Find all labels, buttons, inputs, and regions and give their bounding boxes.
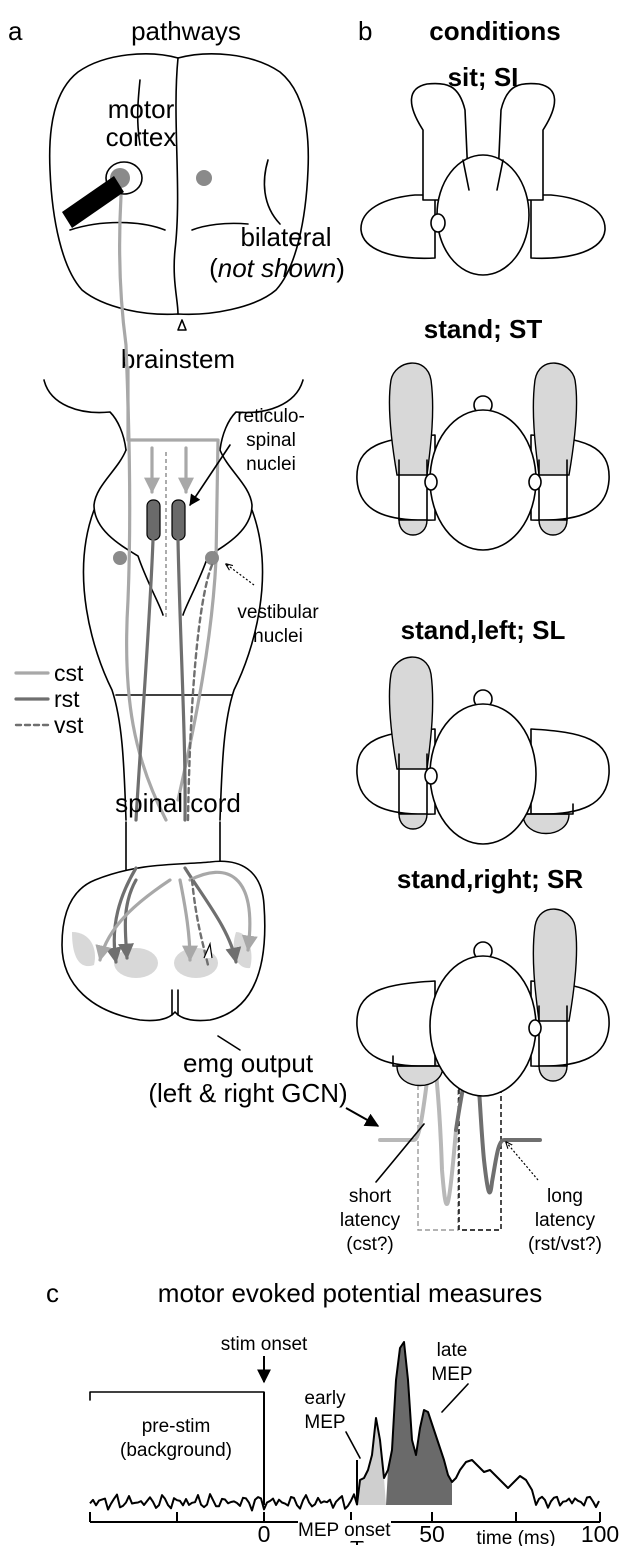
motor-cortex-label-2: cortex [106,122,177,152]
early-mep-label-1: early [304,1388,346,1409]
legend-vst-label: vst [54,712,84,738]
legend-cst-label: cst [54,660,84,686]
brain-midline [174,58,178,314]
long-latency-label-2: latency [535,1210,596,1231]
long-latency-label-3: (rst/vst?) [528,1234,602,1255]
long-latency-pointer [506,1142,538,1180]
condition-label-sl: stand,left; SL [401,615,566,645]
emg-arrow [346,1108,378,1126]
panel-b: b conditions sit; SI stand; ST [357,16,609,1096]
x-tick-50: 50 [419,1521,445,1546]
spinal-cord-section [62,822,265,1021]
not-shown-label: (not shown) [209,253,345,283]
reticulospinal-label-3: nuclei [246,454,296,475]
short-latency-label-2: latency [340,1210,401,1231]
ventral-horn-left [114,948,158,978]
reticulospinal-arrow [190,445,230,505]
rst-tract-left [136,540,153,820]
brain-top-view [50,54,309,330]
vestibular-nucleus-left [113,551,127,565]
figure-stand-left-icon [357,657,609,844]
late-mep-label-2: MEP [431,1364,472,1385]
short-latency-label-3: (cst?) [346,1234,394,1255]
reticulospinal-nucleus-right [172,500,185,540]
motor-cortex-right-dot [196,170,212,186]
tract-legend: cst rst vst [16,660,84,738]
pre-stim-bracket [90,1392,264,1400]
short-latency-label-1: short [349,1186,392,1207]
panel-a-title: pathways [131,16,241,46]
vestibular-label-1: vestibular [237,602,319,623]
early-mep-pointer [346,1432,360,1458]
long-latency-label-1: long [547,1186,583,1207]
mep-onset-label-box: MEP onset [298,1520,391,1542]
legend-rst-label: rst [54,686,80,712]
pre-stim-label-2: (background) [120,1440,232,1461]
panel-c-title: motor evoked potential measures [158,1278,542,1308]
panel-c: c motor evoked potential measures stim o… [46,1278,619,1546]
condition-label-st: stand; ST [424,314,543,344]
emg-output-label-1: emg output [183,1048,314,1078]
panel-a-letter: a [8,16,23,46]
bilateral-label: bilateral [240,222,331,252]
pre-stim-label-1: pre-stim [142,1416,211,1437]
vestibular-label-2: nuclei [253,626,303,647]
short-latency-pointer [376,1124,424,1182]
reticulospinal-label-2: spinal [246,430,296,451]
x-axis-label: time (ms) [476,1528,555,1546]
late-mep-pointer [442,1384,468,1412]
brainstem-label: brainstem [121,344,235,374]
vestibular-arrow [226,564,254,585]
figure-stand-icon [357,363,609,550]
emg-output-label-2: (left & right GCN) [148,1078,347,1108]
motor-cortex-label-1: motor [108,94,175,124]
late-mep-label-1: late [437,1340,468,1361]
vestibular-nucleus-right [205,551,219,565]
panel-c-letter: c [46,1278,59,1308]
figure-stand-right-icon [357,909,609,1096]
stim-onset-label: stim onset [221,1334,308,1355]
tms-coil-icon [62,176,124,228]
condition-label-sr: stand,right; SR [397,864,584,894]
mep-onset-label: MEP onset [298,1520,391,1541]
panel-b-title: conditions [429,16,560,46]
early-mep-label-2: MEP [304,1412,345,1433]
x-tick-0: 0 [258,1521,271,1546]
reticulospinal-label-1: reticulo- [237,406,305,427]
figure-sit-icon [361,83,605,275]
condition-label-si: sit; SI [448,62,519,92]
spinal-cord-label: spinal cord [115,788,241,818]
panel-b-letter: b [358,16,372,46]
x-tick-100: 100 [581,1521,619,1546]
reticulospinal-nucleus-left [147,500,160,540]
